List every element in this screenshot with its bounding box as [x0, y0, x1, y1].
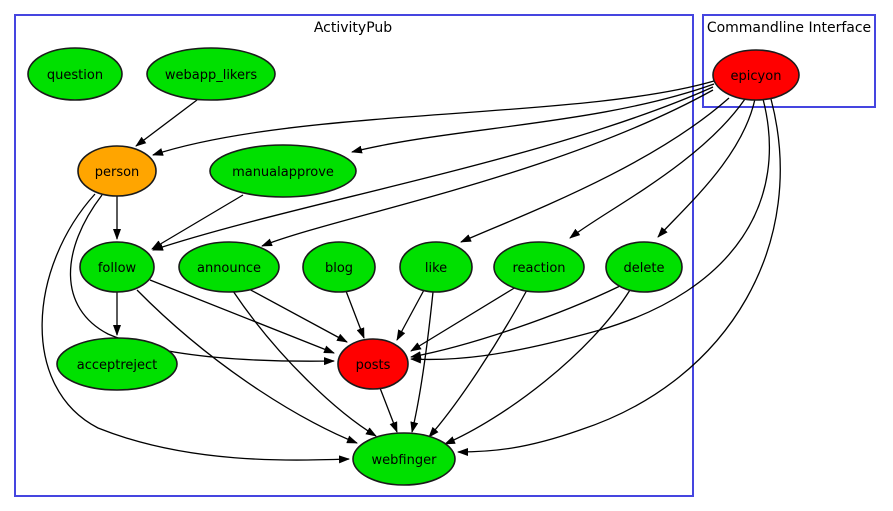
node-question: question [27, 47, 123, 101]
node-delete: delete [605, 241, 683, 293]
node-webapp_likers: webapp_likers [146, 47, 276, 101]
edge-follow-webfinger [136, 289, 358, 444]
edge-epicyon-reaction [569, 98, 746, 239]
node-reaction: reaction [493, 241, 585, 293]
node-follow: follow [79, 241, 155, 293]
node-person-label: person [95, 165, 140, 180]
node-epicyon: epicyon [712, 49, 800, 101]
edge-like-webfinger [410, 291, 434, 433]
edge-epicyon-follow [152, 86, 714, 251]
cluster-activitypub: ActivityPub [14, 14, 694, 497]
node-manualapprove: manualapprove [209, 144, 357, 198]
node-epicyon-label: epicyon [731, 69, 782, 84]
node-announce-label: announce [197, 261, 261, 276]
node-webfinger-label: webfinger [372, 453, 438, 468]
node-posts-label: posts [356, 358, 391, 373]
edge-epicyon-delete [657, 98, 756, 238]
node-posts: posts [337, 338, 409, 390]
edge-epicyon-manualapprove [351, 83, 715, 154]
edge-blog-posts [345, 290, 365, 339]
edge-reaction-posts [410, 286, 517, 352]
edge-announce-webfinger [232, 290, 377, 437]
edge-epicyon-person [152, 80, 715, 156]
node-blog: blog [302, 241, 376, 293]
cluster-commandline-interface-label: Commandline Interface [707, 20, 871, 36]
edge-epicyon-webfinger [457, 98, 781, 456]
cluster-commandline-interface: Commandline Interface [702, 14, 876, 108]
edge-epicyon-announce [261, 89, 714, 247]
edge-posts-webfinger [379, 387, 398, 433]
edge-person-posts [69, 194, 335, 366]
cluster-activitypub-label: ActivityPub [314, 20, 392, 36]
edge-delete-webfinger [444, 289, 631, 445]
node-blog-label: blog [325, 261, 353, 276]
node-webfinger: webfinger [352, 432, 456, 486]
node-like: like [399, 241, 473, 293]
edge-follow-posts [149, 279, 335, 354]
edges [41, 80, 781, 464]
edge-epicyon-posts [410, 98, 771, 364]
edge-delete-posts [410, 285, 621, 360]
edge-webapp_likers-person [135, 99, 198, 147]
node-webapp_likers-label: webapp_likers [165, 68, 257, 83]
edge-epicyon-like [460, 97, 730, 243]
edge-reaction-webfinger [428, 289, 528, 438]
edge-announce-posts [246, 287, 348, 343]
node-like-label: like [425, 261, 447, 276]
node-manualapprove-label: manualapprove [232, 165, 334, 180]
node-question-label: question [47, 68, 103, 83]
node-delete-label: delete [624, 261, 665, 276]
node-acceptreject: acceptreject [56, 337, 178, 391]
node-follow-label: follow [98, 261, 137, 276]
node-acceptreject-label: acceptreject [77, 358, 158, 373]
node-announce: announce [178, 241, 280, 293]
edge-person-webfinger [41, 193, 350, 464]
edge-like-posts [396, 289, 425, 341]
node-person: person [77, 145, 157, 197]
edge-manualapprove-follow [151, 194, 244, 250]
node-reaction-label: reaction [512, 261, 565, 276]
